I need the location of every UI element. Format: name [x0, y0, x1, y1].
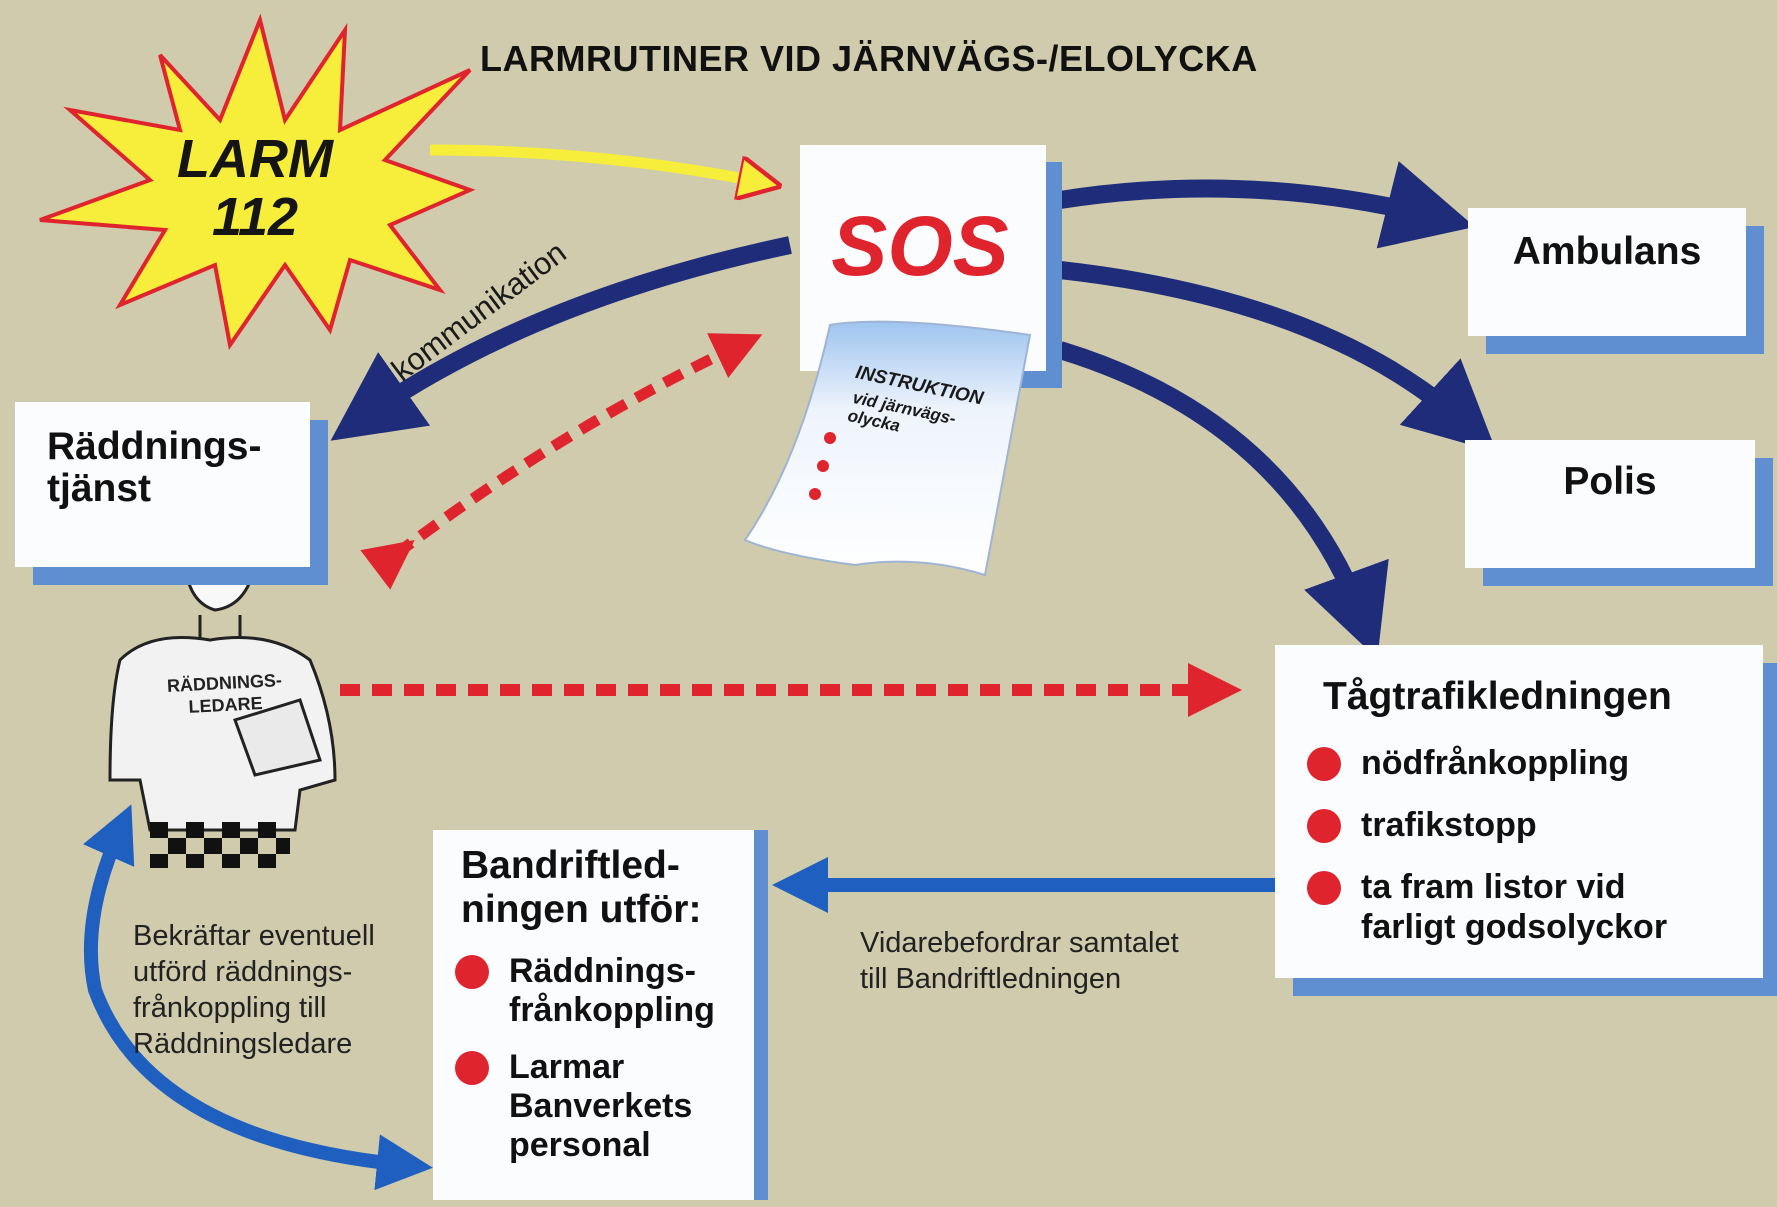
ambulance-label: Ambulans — [1512, 230, 1702, 273]
alarm-label-line1: LARM — [177, 129, 333, 189]
train-traffic-list: nödfrånkoppling trafikstopp ta fram list… — [1307, 743, 1667, 947]
bullet-dot — [1307, 809, 1341, 843]
train-traffic-item: nödfrånkoppling — [1307, 743, 1667, 783]
police-label: Polis — [1563, 460, 1657, 503]
sos-to-ambulance-arrow — [1058, 161, 1475, 249]
confirms-note-line1: Bekräftar eventuell — [133, 920, 375, 952]
forwards-note-line2: till Bandriftledningen — [860, 963, 1122, 995]
bullet-dot — [1307, 747, 1341, 781]
rescue-service-label-line1: Räddnings- — [47, 425, 262, 468]
track-operations-title: Bandriftled- ningen utför: — [461, 844, 701, 932]
bullet-dot — [455, 1051, 489, 1085]
rescue-service-label: Räddnings- tjänst — [47, 426, 261, 510]
track-operations-item: Räddnings- frånkoppling — [455, 952, 715, 1030]
confirms-note: Bekräftar eventuell utförd räddnings- fr… — [133, 918, 375, 1062]
rescue-service-box: Räddnings- tjänst — [15, 402, 310, 567]
sos-to-train-traffic-arrow — [1057, 341, 1389, 659]
train-traffic-box: Tågtrafikledningen nödfrånkoppling trafi… — [1275, 645, 1763, 978]
sos-label: SOS — [831, 199, 1009, 293]
alarm-label: LARM 112 — [145, 130, 365, 246]
bullet-dot — [455, 955, 489, 989]
alarm-to-sos-arrow — [429, 144, 760, 182]
track-operations-list: Räddnings- frånkoppling Larmar Banverket… — [455, 952, 715, 1165]
police-box: Polis — [1465, 440, 1755, 568]
torso — [108, 636, 337, 832]
instruction-bullet — [809, 488, 821, 500]
instruction-sheet — [743, 320, 1032, 577]
train-traffic-title: Tågtrafikledningen — [1323, 675, 1672, 718]
rescue-service-label-line2: tjänst — [47, 467, 152, 510]
ambulance-box: Ambulans — [1468, 208, 1746, 336]
rescue-leader-shirt-text: RÄDDNINGS- LEDARE — [164, 669, 286, 719]
clipboard — [233, 698, 322, 777]
track-operations-box: Bandriftled- ningen utför: Räddnings- fr… — [433, 830, 768, 1200]
confirms-note-line2: utförd räddnings- — [133, 956, 353, 988]
confirms-note-line4: Räddningsledare — [133, 1028, 353, 1060]
instruction-bullet — [824, 432, 836, 444]
instruction-bullet — [817, 460, 829, 472]
neck — [198, 615, 242, 640]
sos-to-police-arrow — [1059, 261, 1497, 453]
confirms-note-line3: frånkoppling till — [133, 992, 327, 1024]
communication-arrow — [360, 333, 763, 590]
track-operations-item: Larmar Banverkets personal — [455, 1048, 715, 1165]
page-title: LARMRUTINER VID JÄRNVÄGS-/ELOLYCKA — [480, 38, 1258, 79]
alarm-number: 112 — [211, 187, 299, 247]
forwards-note-line1: Vidarebefordrar samtalet — [860, 927, 1179, 959]
train-traffic-item: ta fram listor vid farligt godsolyckor — [1307, 867, 1667, 947]
track-operations-title-line1: Bandriftled- — [461, 844, 680, 887]
track-operations-title-line2: ningen utför: — [461, 888, 702, 931]
checkered-belt — [150, 822, 290, 868]
alarm-starburst — [39, 13, 476, 351]
track-operations-to-leader-arrow — [83, 804, 433, 1191]
bullet-dot — [1307, 871, 1341, 905]
train-traffic-item: trafikstopp — [1307, 805, 1667, 845]
forwards-note: Vidarebefordrar samtalet till Bandriftle… — [860, 925, 1179, 997]
